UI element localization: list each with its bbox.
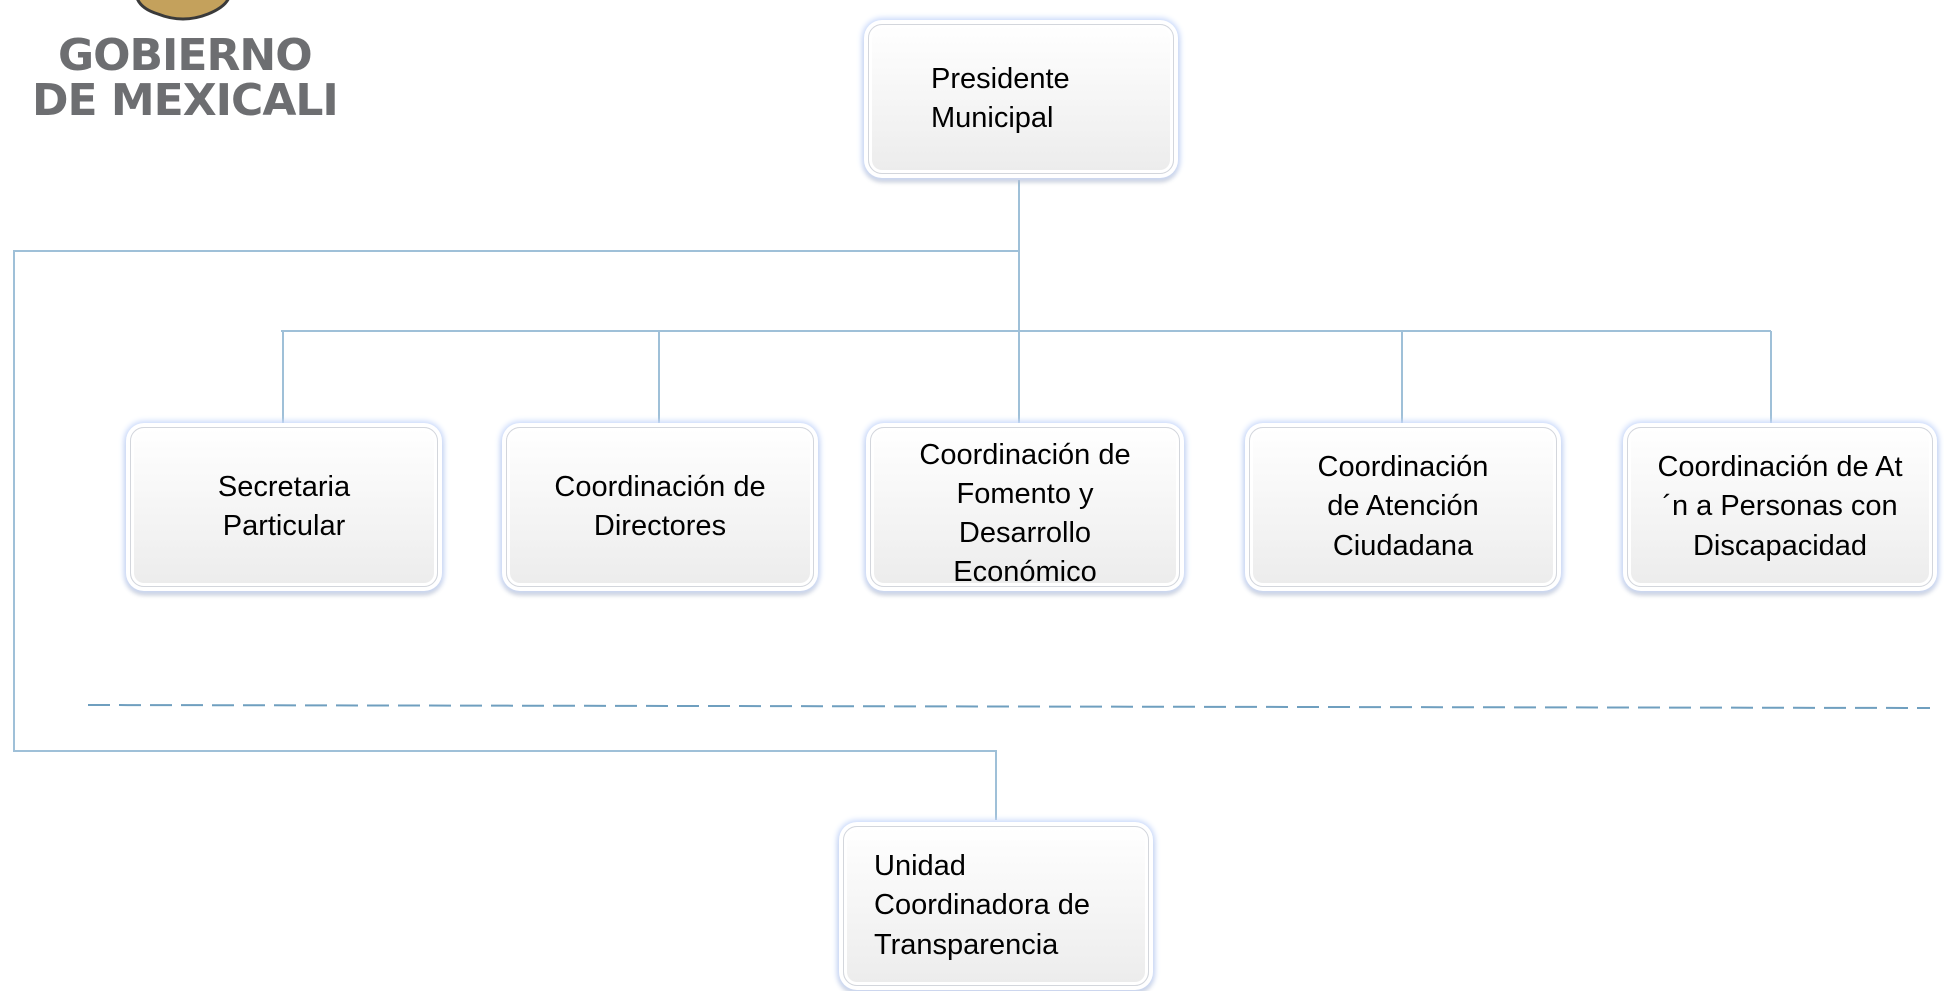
shield-emblem-icon bbox=[136, 0, 230, 21]
node-presidente-municipal-label: Presidente Municipal bbox=[931, 62, 1070, 134]
node-secretaria-particular: Secretaria Particular bbox=[130, 427, 438, 587]
node-coordinacion-directores-label: Coordinación de Directores bbox=[554, 470, 766, 542]
logo-text-line2: DE MEXICALI bbox=[32, 75, 339, 126]
dashed-separator-line bbox=[87, 704, 1931, 709]
node-coordinacion-discapacidad: Coordinación de At´n a Personas con Disc… bbox=[1627, 427, 1933, 587]
gobierno-mexicali-logo: GOBIERNO DE MEXICALI bbox=[30, 0, 350, 130]
node-coordinacion-fomento: Coordinación de Fomento y Desarrollo Eco… bbox=[870, 427, 1180, 588]
node-coordinacion-directores: Coordinación de Directores bbox=[506, 427, 814, 587]
node-unidad-transparencia: Unidad Coordinadora de Transparencia bbox=[843, 826, 1149, 986]
node-coordinacion-atencion-ciudadana-label: Coordinación de Atención Ciudadana bbox=[1317, 451, 1489, 562]
logo-text-line1: GOBIERNO bbox=[58, 30, 313, 81]
node-unidad-transparencia-label: Unidad Coordinadora de Transparencia bbox=[874, 850, 1091, 961]
connector-left-loop bbox=[13, 250, 1019, 820]
node-secretaria-particular-label: Secretaria Particular bbox=[217, 470, 351, 542]
node-presidente-municipal: Presidente Municipal bbox=[868, 24, 1174, 174]
node-coordinacion-atencion-ciudadana: Coordinación de Atención Ciudadana bbox=[1249, 427, 1557, 587]
node-coordinacion-fomento-label: Coordinación de Fomento y Desarrollo Eco… bbox=[919, 438, 1131, 589]
node-coordinacion-discapacidad-label: Coordinación de At´n a Personas con Disc… bbox=[1657, 451, 1903, 562]
